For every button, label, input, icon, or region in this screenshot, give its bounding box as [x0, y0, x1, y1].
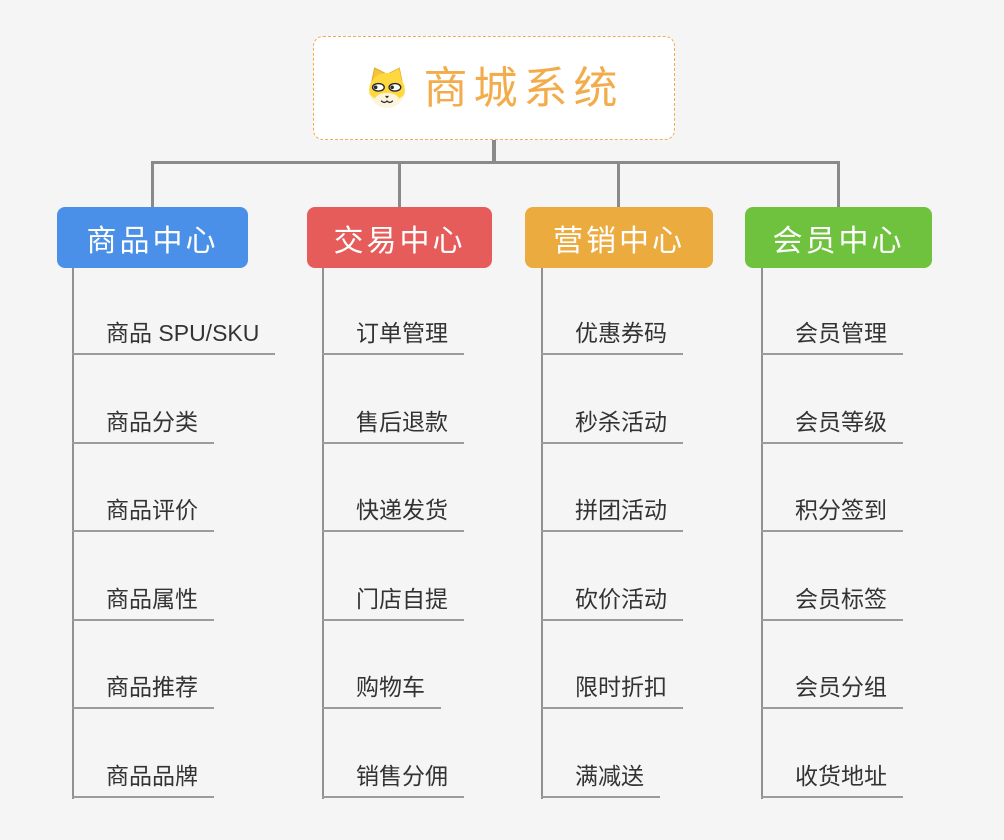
branch-node-product-center[interactable]: 商品中心: [57, 207, 248, 268]
root-node[interactable]: 商城系统: [313, 36, 675, 140]
leaf-node[interactable]: 会员分组: [761, 672, 903, 709]
leaf-node[interactable]: 购物车: [322, 672, 441, 709]
leaf-node[interactable]: 优惠券码: [541, 318, 683, 355]
leaf-node[interactable]: 限时折扣: [541, 672, 683, 709]
leaf-node[interactable]: 积分签到: [761, 495, 903, 532]
leaf-node[interactable]: 商品推荐: [72, 672, 214, 709]
leaf-node[interactable]: 商品属性: [72, 584, 214, 621]
leaf-node[interactable]: 商品分类: [72, 407, 214, 444]
leaf-node[interactable]: 会员管理: [761, 318, 903, 355]
leaf-node[interactable]: 售后退款: [322, 407, 464, 444]
connector-branch-trunk: [761, 268, 763, 799]
doge-icon: [368, 67, 405, 108]
leaf-node[interactable]: 秒杀活动: [541, 407, 683, 444]
leaf-node[interactable]: 会员标签: [761, 584, 903, 621]
root-node-label: 商城系统: [423, 64, 624, 113]
leaf-node[interactable]: 砍价活动: [541, 584, 683, 621]
leaf-node[interactable]: 收货地址: [761, 761, 903, 798]
connector-bus: [151, 161, 840, 164]
leaf-node[interactable]: 订单管理: [322, 318, 464, 355]
leaf-node[interactable]: 满减送: [541, 761, 660, 798]
leaf-node[interactable]: 商品 SPU/SKU: [72, 318, 276, 355]
connector-branch-trunk: [541, 268, 543, 799]
leaf-node[interactable]: 商品评价: [72, 495, 214, 532]
connector-root-drop: [492, 139, 496, 164]
leaf-node[interactable]: 会员等级: [761, 407, 903, 444]
branch-node-trade-center[interactable]: 交易中心: [307, 207, 492, 268]
leaf-node[interactable]: 快递发货: [322, 495, 464, 532]
connector-branch-trunk: [72, 268, 74, 799]
connector-branch-drop: [617, 163, 620, 207]
connector-branch-drop: [398, 163, 401, 207]
connector-branch-drop: [151, 163, 154, 207]
leaf-node[interactable]: 销售分佣: [322, 761, 464, 798]
leaf-node[interactable]: 拼团活动: [541, 495, 683, 532]
branch-node-marketing-center[interactable]: 营销中心: [525, 207, 713, 268]
connector-branch-drop: [837, 163, 840, 207]
leaf-node[interactable]: 门店自提: [322, 584, 464, 621]
branch-node-member-center[interactable]: 会员中心: [745, 207, 932, 268]
connector-branch-trunk: [322, 268, 324, 799]
leaf-node[interactable]: 商品品牌: [72, 761, 214, 798]
